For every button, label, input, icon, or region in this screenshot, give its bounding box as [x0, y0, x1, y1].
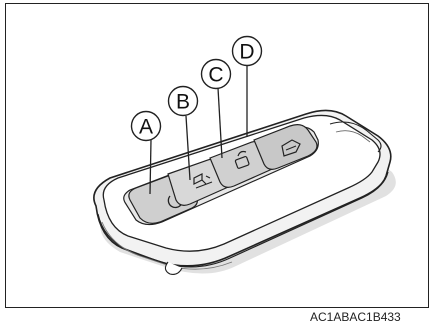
trunk-icon [281, 139, 301, 157]
callout-a-letter: A [139, 116, 153, 139]
lock-icon [234, 150, 250, 169]
figure-reference-code: AC1ABAC1B433 [310, 310, 401, 324]
figure-frame [5, 3, 429, 308]
callout-d: D [231, 35, 263, 67]
callout-c-letter: C [208, 64, 223, 87]
callout-a: A [130, 110, 162, 142]
callout-b: B [167, 85, 199, 117]
trunk-button[interactable] [253, 124, 318, 170]
callout-leaders [149, 65, 248, 195]
horn-icon [193, 173, 213, 189]
callout-c: C [200, 58, 232, 90]
callout-b-letter: B [176, 91, 190, 114]
callout-d-letter: D [239, 41, 254, 64]
